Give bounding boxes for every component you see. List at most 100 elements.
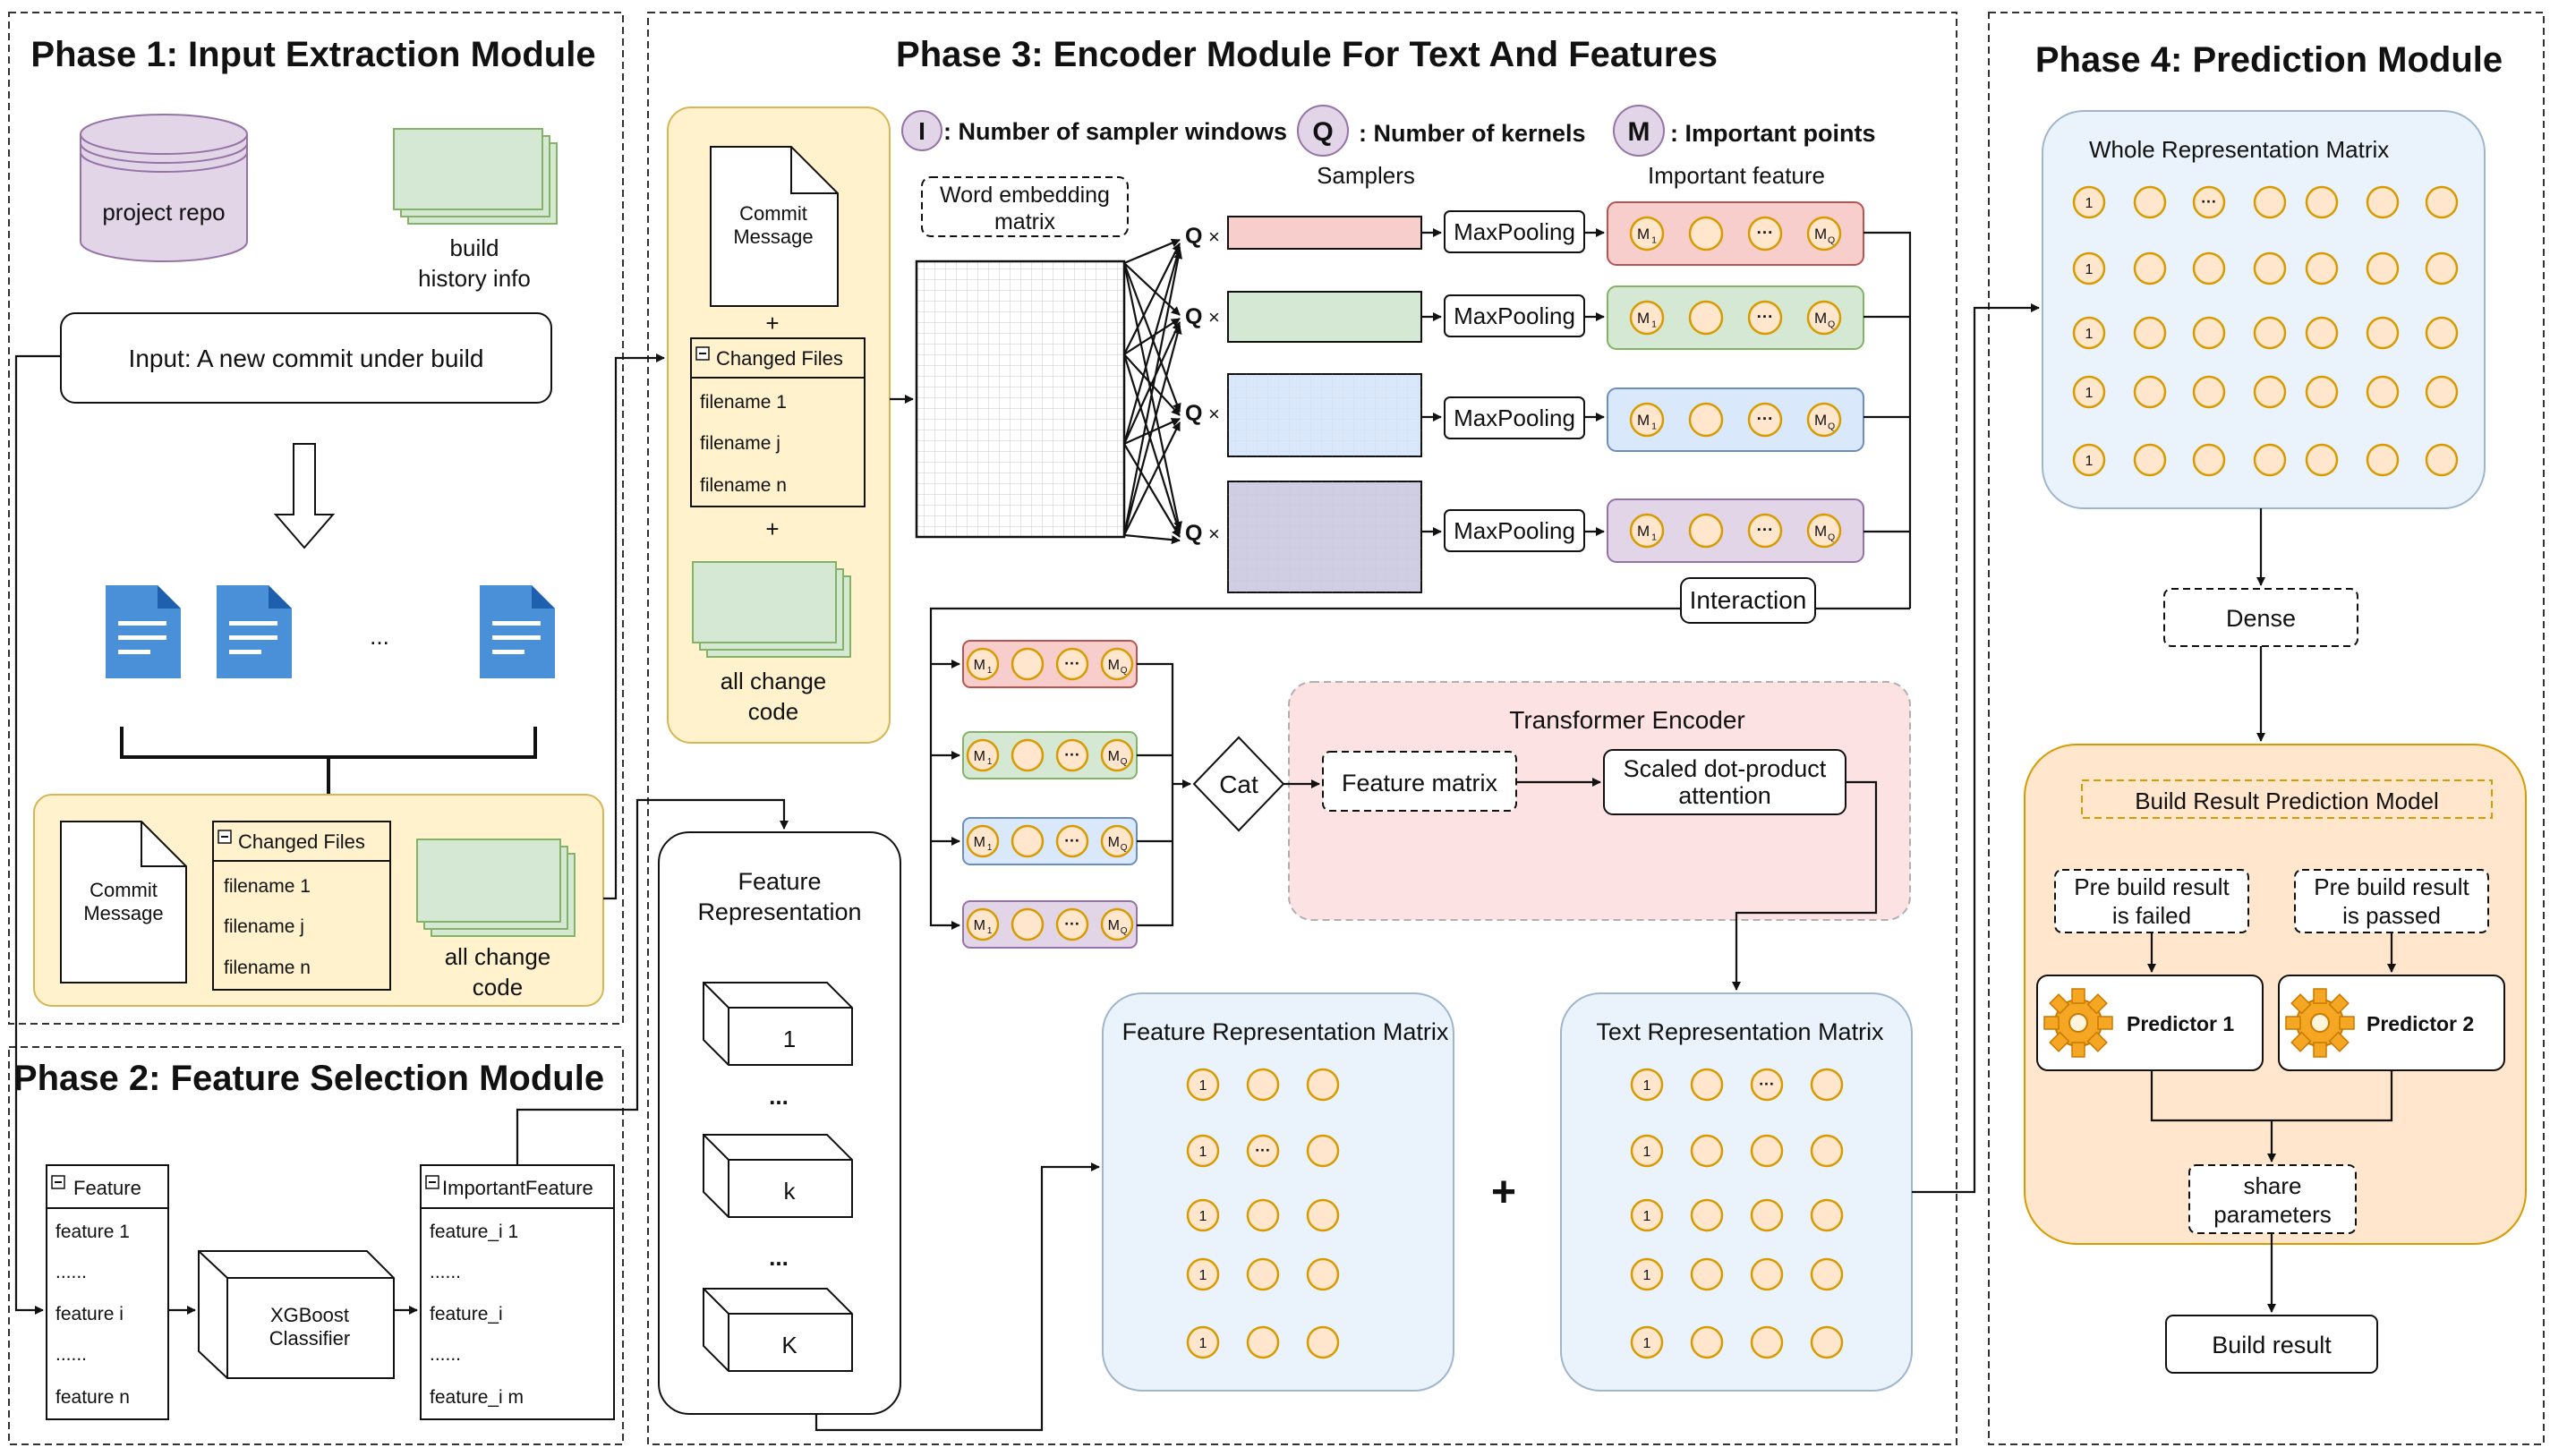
svg-text:M: M bbox=[974, 835, 985, 850]
pre-failed-label-1: Pre build result bbox=[2074, 873, 2230, 900]
text-matrix-cell bbox=[1690, 1068, 1724, 1102]
all-change-code-icon-p1 bbox=[416, 839, 576, 937]
svg-text:MaxPooling: MaxPooling bbox=[1454, 404, 1575, 431]
sampler-window-2 bbox=[1227, 291, 1422, 343]
changed-files-title-p3: Changed Files bbox=[716, 347, 843, 370]
matrices-plus: + bbox=[1491, 1169, 1516, 1216]
document-icon-3 bbox=[480, 585, 555, 678]
build-history-icon bbox=[393, 128, 558, 225]
whole-matrix-cell bbox=[2305, 316, 2339, 350]
text-matrix-cell bbox=[1750, 1134, 1784, 1168]
small-row-1-circle-2 bbox=[1011, 647, 1045, 681]
legend-m-text: : Important points bbox=[1670, 120, 1875, 147]
text-matrix-cell bbox=[1690, 1134, 1724, 1168]
feature-matrix-cell bbox=[1306, 1134, 1340, 1168]
important-row-2-circle-2 bbox=[1688, 300, 1724, 336]
whole-matrix-cell bbox=[2133, 251, 2167, 285]
text-matrix-cell bbox=[1810, 1068, 1844, 1102]
important-feature-table bbox=[420, 1164, 615, 1420]
important-item-4: ...... bbox=[430, 1344, 461, 1365]
svg-text:Q: Q bbox=[1121, 926, 1128, 936]
svg-text:1: 1 bbox=[1199, 1209, 1207, 1224]
svg-text:···: ··· bbox=[1757, 409, 1774, 428]
svg-text:1: 1 bbox=[1651, 235, 1657, 246]
document-icon-2 bbox=[217, 585, 292, 678]
changed-files-title-p1: Changed Files bbox=[238, 830, 365, 853]
phase4-frame bbox=[1988, 12, 2545, 1445]
sampler-row-3: Q × MaxPooling bbox=[1185, 373, 1864, 457]
svg-text:1: 1 bbox=[1643, 1209, 1651, 1224]
svg-text:1: 1 bbox=[987, 757, 993, 767]
svg-text:M: M bbox=[1108, 749, 1120, 764]
svg-text:K: K bbox=[781, 1332, 797, 1358]
input-label: Input: A new commit under build bbox=[129, 345, 484, 372]
predictor-2-label: Predictor 2 bbox=[2367, 1012, 2474, 1035]
pre-passed-label-2: is passed bbox=[2342, 902, 2441, 929]
whole-matrix-cell bbox=[2253, 316, 2287, 350]
whole-matrix-cell bbox=[2366, 316, 2400, 350]
changed-file-p1-2: filename j bbox=[224, 916, 304, 937]
svg-text:×: × bbox=[1208, 523, 1220, 545]
xgboost-classifier-cube bbox=[198, 1250, 395, 1379]
whole-matrix-cell bbox=[2133, 443, 2167, 477]
whole-matrix-cell bbox=[2192, 316, 2226, 350]
whole-matrix-cell bbox=[2425, 185, 2459, 219]
text-matrix-cell bbox=[1690, 1257, 1724, 1291]
svg-text:···: ··· bbox=[2201, 192, 2217, 210]
legend-q-symbol: Q bbox=[1297, 105, 1349, 157]
svg-text:···: ··· bbox=[1064, 915, 1080, 932]
feature-matrix-cell: 1 bbox=[1186, 1068, 1220, 1102]
important-row-4-circle-2 bbox=[1688, 513, 1724, 549]
whole-matrix-cell bbox=[2253, 251, 2287, 285]
whole-matrix-cell: 1 bbox=[2072, 185, 2106, 219]
feature-block-1: 1 bbox=[703, 982, 853, 1066]
svg-text:M: M bbox=[1637, 523, 1650, 540]
sampler-row-4: Q × MaxPooling bbox=[1185, 481, 1864, 593]
important-row-1-circle-2 bbox=[1688, 216, 1724, 251]
interaction-label: Interaction bbox=[1690, 586, 1807, 614]
feature-table-title: Feature bbox=[73, 1177, 141, 1199]
whole-matrix-cell: 1 bbox=[2072, 443, 2106, 477]
svg-text:1: 1 bbox=[2085, 454, 2094, 469]
commit-message-p3-2: Message bbox=[733, 226, 813, 248]
svg-text:1: 1 bbox=[2085, 327, 2094, 342]
dense-label: Dense bbox=[2226, 605, 2296, 632]
text-matrix-cell: 1 bbox=[1630, 1134, 1664, 1168]
share-label-2: parameters bbox=[2213, 1201, 2332, 1228]
svg-text:1: 1 bbox=[987, 926, 993, 936]
svg-text:···: ··· bbox=[1255, 1141, 1271, 1159]
whole-matrix-cell bbox=[2192, 251, 2226, 285]
svg-text:···: ··· bbox=[1757, 307, 1774, 326]
text-matrix-cell bbox=[1810, 1134, 1844, 1168]
small-row-3-circle-3: ··· bbox=[1055, 824, 1089, 858]
feature-item-3: feature i bbox=[55, 1304, 124, 1324]
svg-text:M: M bbox=[974, 749, 985, 764]
feature-item-4: ...... bbox=[55, 1344, 87, 1365]
whole-matrix-cell bbox=[2305, 375, 2339, 409]
feature-matrix-cell bbox=[1306, 1325, 1340, 1359]
commit-message-p1-2: Message bbox=[83, 902, 163, 924]
important-item-2: ...... bbox=[430, 1262, 461, 1282]
predictor-1-label: Predictor 1 bbox=[2127, 1012, 2234, 1035]
cat-diamond bbox=[1192, 736, 1285, 832]
svg-text:1: 1 bbox=[1643, 1078, 1651, 1094]
small-row-2-circle-2 bbox=[1011, 738, 1045, 772]
svg-text:Q: Q bbox=[1312, 117, 1333, 147]
feature-matrix-cell bbox=[1246, 1257, 1280, 1291]
sampler-row-2: Q × MaxPooling bbox=[1185, 285, 1864, 350]
svg-text:···: ··· bbox=[1757, 520, 1774, 539]
feature-representation-matrix-title: Feature Representation Matrix bbox=[1122, 1018, 1449, 1045]
whole-matrix-cell: 1 bbox=[2072, 251, 2106, 285]
gear-icon bbox=[2043, 988, 2113, 1058]
changed-file-p3-1: filename 1 bbox=[700, 392, 787, 413]
changed-file-p1-1: filename 1 bbox=[224, 876, 311, 897]
input-box bbox=[60, 312, 552, 404]
small-row-4-circle-2 bbox=[1011, 907, 1045, 941]
feature-matrix-cell bbox=[1246, 1325, 1280, 1359]
whole-representation-title: Whole Representation Matrix bbox=[2089, 136, 2389, 163]
feature-matrix-cell bbox=[1246, 1198, 1280, 1232]
svg-text:···: ··· bbox=[1064, 831, 1080, 849]
